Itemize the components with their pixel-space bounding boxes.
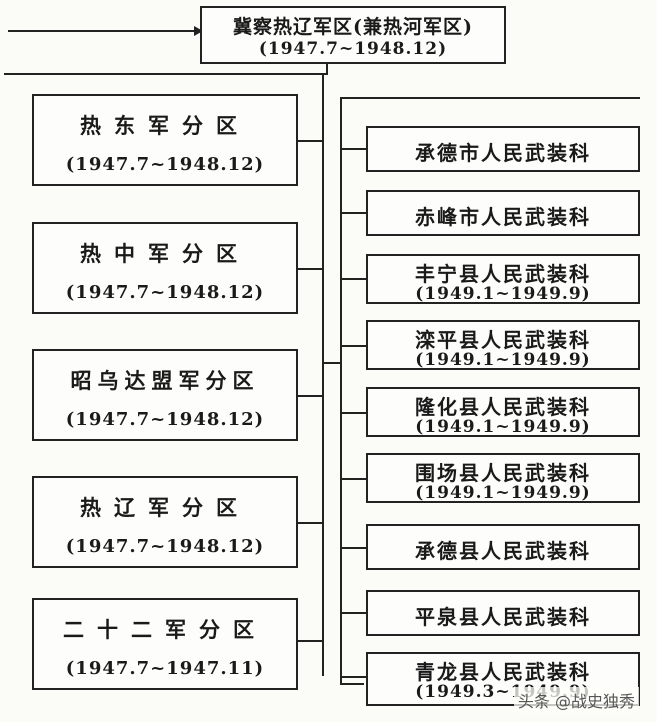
left-node-3: 昭乌达盟军分区 (1947.7~1948.12) <box>32 349 298 441</box>
right-node-title: 青龙县人民武装科 <box>415 660 591 684</box>
arrow-head-icon <box>194 26 203 36</box>
right-bottom-cap <box>340 683 364 685</box>
right-tick-2 <box>340 212 366 214</box>
right-tick-8 <box>340 612 366 614</box>
left-node-dates: (1947.7~1948.12) <box>65 282 265 303</box>
right-node-7: 承德县人民武装科 <box>366 524 640 570</box>
right-tick-4 <box>340 345 366 347</box>
left-tick-1 <box>298 140 324 142</box>
right-node-title: 围场县人民武装科 <box>415 461 591 485</box>
right-tick-6 <box>340 478 366 480</box>
left-node-1: 热东军分区 (1947.7~1948.12) <box>32 94 298 186</box>
right-node-dates: (1949.1~1949.9) <box>415 417 591 437</box>
right-node-3: 丰宁县人民武装科 (1949.1~1949.9) <box>366 254 640 304</box>
left-tick-3 <box>298 395 324 397</box>
top-bus <box>4 73 328 75</box>
root-title: 冀察热辽军区(兼热河军区) <box>233 16 473 38</box>
right-node-title: 平泉县人民武装科 <box>415 605 591 629</box>
right-node-4: 滦平县人民武装科 (1949.1~1949.9) <box>366 320 640 370</box>
left-node-title: 热辽军分区 <box>80 495 250 520</box>
left-node-title: 热东军分区 <box>80 113 250 138</box>
right-node-dates: (1949.1~1949.9) <box>415 284 591 304</box>
left-node-title: 热中军分区 <box>80 241 250 266</box>
right-trunk <box>340 97 342 684</box>
root-node: 冀察热辽军区(兼热河军区) (1947.7~1948.12) <box>200 6 506 64</box>
right-node-1: 承德市人民武装科 <box>366 126 640 172</box>
right-node-title: 赤峰市人民武装科 <box>415 205 591 229</box>
right-node-dates: (1949.1~1949.9) <box>415 350 591 370</box>
left-node-5: 二十二军分区 (1947.7~1947.11) <box>32 598 298 690</box>
right-tick-5 <box>340 412 366 414</box>
watermark: 头条 @战史独秀 <box>513 687 639 713</box>
right-tick-7 <box>340 547 366 549</box>
left-node-4: 热辽军分区 (1947.7~1948.12) <box>32 476 298 568</box>
left-node-title: 昭乌达盟军分区 <box>70 368 260 393</box>
right-node-9: 青龙县人民武装科 (1949.3~1949.9) <box>366 652 640 706</box>
right-node-5: 隆化县人民武装科 (1949.1~1949.9) <box>366 387 640 437</box>
right-node-2: 赤峰市人民武装科 <box>366 190 640 236</box>
right-node-title: 滦平县人民武装科 <box>415 328 591 352</box>
left-node-title: 二十二军分区 <box>63 617 267 642</box>
root-stem <box>326 63 328 75</box>
right-node-title: 承德市人民武装科 <box>415 141 591 165</box>
right-node-title: 承德县人民武装科 <box>415 539 591 563</box>
right-bus-link <box>322 362 342 364</box>
left-node-dates: (1947.7~1948.12) <box>65 409 265 430</box>
right-node-title: 隆化县人民武装科 <box>415 395 591 419</box>
left-node-dates: (1947.7~1948.12) <box>65 536 265 557</box>
left-trunk <box>322 73 324 676</box>
right-node-8: 平泉县人民武装科 <box>366 590 640 636</box>
right-tick-3 <box>340 278 366 280</box>
left-tick-4 <box>298 522 324 524</box>
left-node-2: 热中军分区 (1947.7~1948.12) <box>32 222 298 314</box>
arrow-line <box>8 30 198 32</box>
right-tick-9 <box>340 676 366 678</box>
right-node-dates: (1949.1~1949.9) <box>415 483 591 503</box>
right-node-title: 丰宁县人民武装科 <box>415 262 591 286</box>
left-tick-5 <box>298 640 324 642</box>
left-tick-2 <box>298 268 324 270</box>
root-dates: (1947.7~1948.12) <box>258 39 448 59</box>
right-node-6: 围场县人民武装科 (1949.1~1949.9) <box>366 453 640 503</box>
left-node-dates: (1947.7~1948.12) <box>65 154 265 175</box>
left-node-dates: (1947.7~1947.11) <box>65 658 265 679</box>
right-tick-1 <box>340 148 366 150</box>
right-top-cap <box>340 97 640 99</box>
